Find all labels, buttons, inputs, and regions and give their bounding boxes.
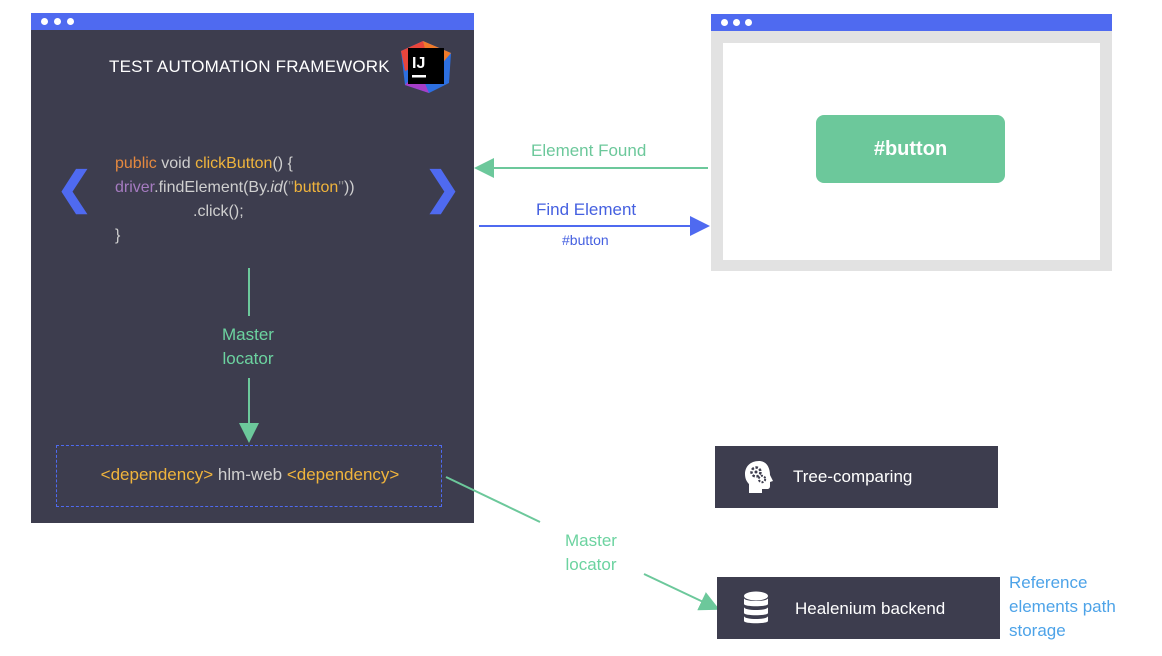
code-quote: ": [338, 179, 344, 196]
dependency-artifact: hlm-web: [213, 465, 287, 484]
code-line-1: public void clickButton() {: [115, 154, 293, 174]
window-dot[interactable]: [67, 18, 74, 25]
tree-comparing-label: Tree-comparing: [793, 467, 913, 486]
code-text: () {: [272, 155, 293, 172]
find-element-selector: #button: [562, 232, 609, 248]
code-object: driver: [115, 179, 155, 196]
reference-line: elements path: [1009, 597, 1116, 616]
code-method-name: clickButton: [195, 155, 273, 172]
intellij-logo: IJ: [399, 39, 453, 93]
master-locator-line: locator: [565, 555, 617, 574]
code-line-2: driver.findElement(By.id("button")): [115, 178, 355, 198]
master-locator-line: Master: [565, 531, 617, 550]
browser-titlebar: [711, 14, 1112, 31]
code-quote: ": [288, 179, 294, 196]
reference-line: storage: [1009, 621, 1066, 640]
window-dot[interactable]: [745, 19, 752, 26]
window-dot[interactable]: [41, 18, 48, 25]
backend-arrow: [643, 573, 720, 611]
framework-title: TEST AUTOMATION FRAMEWORK: [109, 57, 390, 76]
ide-titlebar: [31, 13, 474, 30]
master-locator-label-bottom: Master locator: [541, 529, 641, 577]
code-line-4: }: [115, 227, 121, 244]
dependency-tag: <dependency>: [100, 465, 214, 484]
code-keyword: void: [156, 155, 196, 172]
code-keyword: public: [115, 155, 157, 172]
dependency-text: <dependency> hlm-web <dependency>: [57, 465, 443, 485]
chevron-right-icon[interactable]: ❯: [424, 164, 461, 213]
code-text: (: [282, 179, 289, 196]
code-text: )): [343, 179, 355, 196]
database-icon: [744, 591, 768, 624]
window-dot[interactable]: [54, 18, 61, 25]
master-locator-line: Master: [222, 325, 274, 344]
window-dot[interactable]: [721, 19, 728, 26]
reference-storage-label: Reference elements path storage: [1009, 571, 1116, 643]
code-string: button: [293, 179, 339, 196]
code-text: .findElement(By.: [154, 179, 271, 196]
tree-comparing-box: Tree-comparing: [715, 446, 998, 508]
healenium-backend-box: Healenium backend: [717, 577, 1000, 639]
dependency-connector-line: [445, 476, 541, 523]
healenium-backend-label: Healenium backend: [795, 599, 946, 618]
code-text: id: [270, 179, 283, 196]
master-locator-line: locator: [222, 349, 274, 368]
logo-text: IJ: [412, 55, 425, 72]
find-element-label: Find Element: [536, 200, 637, 219]
dependency-box: <dependency> hlm-web <dependency>: [56, 445, 442, 507]
target-button[interactable]: #button: [816, 115, 1005, 183]
master-locator-label: Master locator: [198, 323, 298, 371]
window-dot[interactable]: [733, 19, 740, 26]
element-found-label: Element Found: [531, 141, 647, 160]
reference-line: Reference: [1009, 573, 1088, 592]
code-line-3: .click();: [193, 203, 244, 220]
dependency-tag: <dependency>: [286, 465, 400, 484]
chevron-left-icon[interactable]: ❮: [56, 164, 93, 213]
head-gears-icon: [745, 461, 773, 493]
